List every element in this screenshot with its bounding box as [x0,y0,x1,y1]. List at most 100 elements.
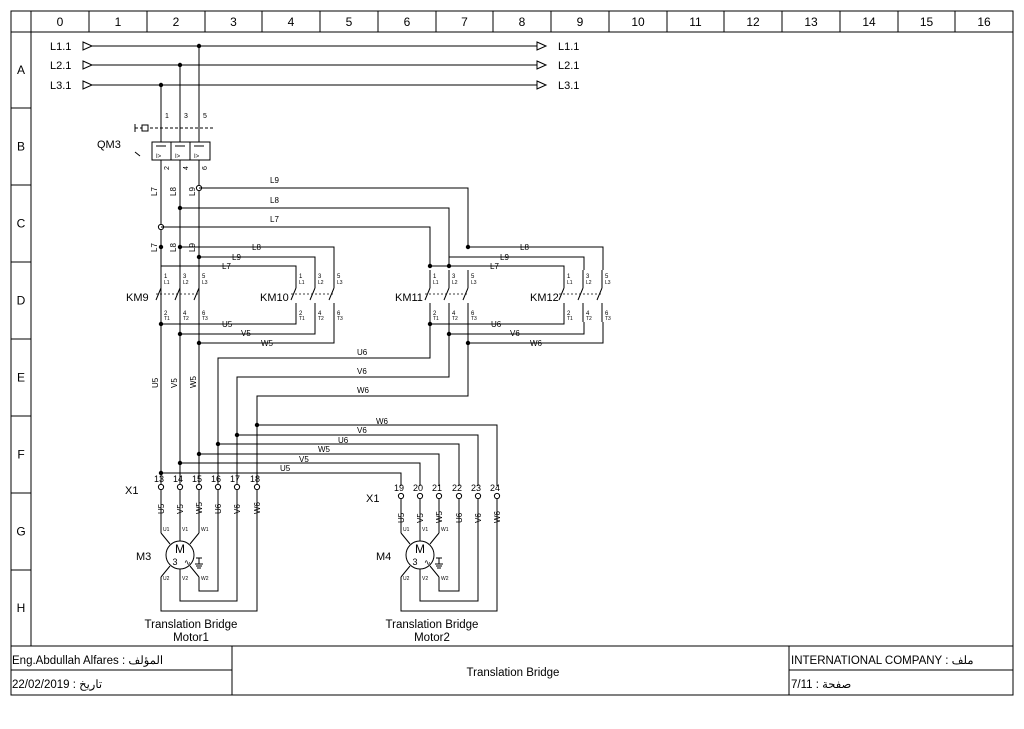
column-number: 10 [631,15,645,29]
row-letter: C [17,217,26,231]
wire-v6-motor1 [236,322,450,450]
km11-top-pin-sub: L3 [471,280,477,286]
branch-label: L7 [150,187,159,196]
row-letter: D [17,294,26,308]
km11-bottom-pin: 6 [471,311,475,317]
m4-ground-icon [435,557,443,569]
contactor-tag-km11: KM11 [395,292,423,304]
motor1-caption-line1: Translation Bridge [145,619,238,631]
km11-bottom-pin-sub: T1 [433,316,439,322]
column-number: 16 [977,15,991,29]
contactor-tag-km9: KM9 [126,292,149,304]
m4-pin-bottom: V2 [422,576,428,582]
m3-motor-phase: 3 [172,557,177,567]
m4-u2-lead [400,565,411,578]
branch-label: L9 [188,187,197,196]
km10-out-w5 [199,322,335,344]
page-field: 7/11 : صفحة [791,679,852,691]
author-field: Eng.Abdullah Alfares : المؤلف [12,654,163,667]
terminal-conductor-label: W5 [195,501,204,514]
m3-u2-lead [160,565,171,578]
terminal-number: 16 [211,474,221,484]
terminal-number: 18 [250,474,260,484]
supply-arrow-out [536,41,548,51]
m3-pin-bottom: V2 [182,576,188,582]
terminal-strip-tag-1: X1 [125,485,138,497]
wire-label: L7 [222,262,231,271]
terminal-conductor-label: W5 [435,510,444,523]
column-number: 13 [804,15,818,29]
km10-out-u5 [161,322,297,325]
m4-return-u2-w6 [400,499,498,612]
row-letter: F [17,448,24,462]
wire-label-u6: U6 [491,320,502,329]
terminal-strip-tag-2: X1 [366,493,379,505]
terminal-conductor-label: W6 [253,501,262,514]
supply-out-label-l2: L2.1 [558,60,579,72]
breaker-terminal-top: 5 [203,113,207,120]
terminal-circle [435,492,443,500]
m3-motor-symbol [165,540,195,570]
terminal-number: 19 [394,483,404,493]
km12-bottom-pin-sub: T3 [605,316,611,322]
supply-label-l3: L3.1 [50,80,71,92]
km11-top-pin-sub: L1 [433,280,439,286]
km11-contact-blade [424,287,431,301]
wire-label-w6: W6 [357,386,370,395]
wire-label-v6: V6 [510,329,520,338]
motor-tag-m3: M3 [136,551,151,563]
column-number: 14 [862,15,876,29]
km12-top-pin: 1 [567,274,571,280]
drawing-frame [10,10,1014,696]
terminal-conductor-label: U5 [157,503,166,514]
km12-contact-blade [558,287,565,301]
km10-top-pin: 1 [299,274,303,280]
wire-w6-motor2 [257,424,498,486]
supply-out-label-l1: L1.1 [558,41,579,53]
column-number: 8 [519,15,526,29]
terminal-conductor-label: W6 [493,510,502,523]
m4-motor-phase: 3 [412,557,417,567]
km11-bottom-pin: 4 [452,311,456,317]
column-wire-label: V5 [170,378,179,388]
motor2-caption-line1: Translation Bridge [386,619,479,631]
contactor-tag-km10: KM10 [260,292,289,304]
column-wire-label: U5 [151,377,160,388]
km12-top-pin-sub: L1 [567,280,573,286]
wire-l7-right [161,226,431,266]
km10-top-pin-sub: L1 [299,280,305,286]
km12-top-pin-sub: L3 [605,280,611,286]
km9-bottom-pin: 2 [164,311,168,317]
breaker-aux-symbol [134,151,141,157]
junction-dot [158,244,164,250]
km10-bottom-pin: 2 [299,311,303,317]
km12-feed-l7 [430,265,565,270]
column-number: 4 [288,15,295,29]
branch-label: L7 [150,243,159,252]
m3-w-lead [189,532,200,545]
column-number: 11 [689,15,702,29]
m3-return-u2-w6 [160,490,258,612]
terminal-conductor-label: V5 [176,504,185,514]
terminal-circle [157,483,165,491]
km9-top-pin-sub: L3 [202,280,208,286]
km11-top-pin: 1 [433,274,437,280]
company-field: INTERNATIONAL COMPANY : ملف [791,654,973,667]
breaker-trip-symbol: I> [156,154,162,160]
breaker-handle-box [141,124,149,132]
breaker-trip-symbol: I> [194,154,200,160]
terminal-circle [253,483,261,491]
terminal-number: 13 [154,474,164,484]
row-letter: G [16,525,25,539]
wire-label-l8: L8 [270,196,279,205]
km9-top-pin-sub: L1 [164,280,170,286]
terminal-conductor-label: U5 [397,512,406,523]
terminal-circle [455,492,463,500]
row-letter: B [17,140,25,154]
km12-feed-l8 [449,256,585,270]
km10-feed-l7 [161,265,297,270]
km11-top-pin: 5 [471,274,475,280]
terminal-conductor-label: U6 [214,503,223,514]
